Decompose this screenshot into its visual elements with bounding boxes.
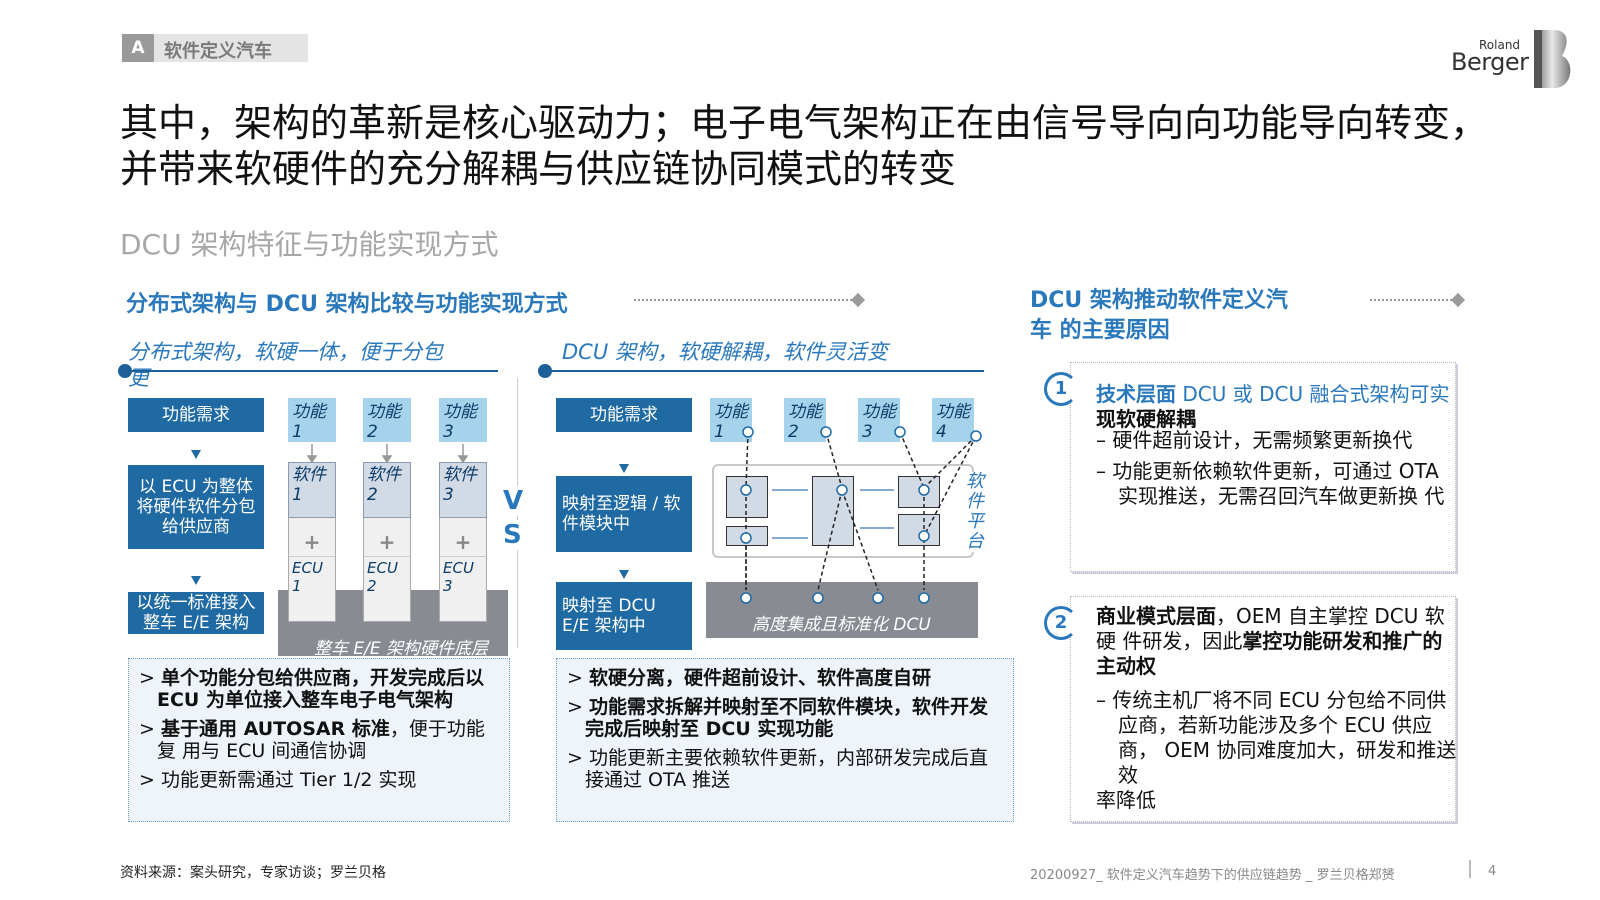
dcu-software-platform-label: 软件平台 <box>966 472 988 552</box>
right-heading-dotline <box>1370 299 1456 301</box>
page-subtitle: DCU 架构特征与功能实现方式 <box>120 228 499 261</box>
section-bar <box>154 34 308 62</box>
distributed-function-2: 功能 2 <box>363 398 411 442</box>
right-heading-diamond-icon <box>1450 292 1466 308</box>
right-section-heading: DCU 架构推动软件定义汽 车 的主要原因 <box>1030 288 1288 343</box>
distributed-plus-3: + <box>454 530 472 554</box>
distributed-caption-line <box>128 370 498 372</box>
vs-label-s: S <box>503 520 522 550</box>
footer-source: 资料来源：案头研究，专家访谈；罗兰贝格 <box>120 865 386 881</box>
reason-2-items: – 传统主机厂将不同 ECU 分包给不同供应商，若新功能涉及多个 ECU 供应商… <box>1096 688 1466 813</box>
dcu-need-box: 功能需求 <box>556 398 692 432</box>
reason-1-item-2: – 功能更新依赖软件更新，可通过 OTA 实现推送，无需召回汽车做更新换 代 <box>1096 459 1445 508</box>
dcu-note-3: > 功能更新主要依赖软件更新，内部研发完成后直接通过 OTA 推送 <box>567 747 988 791</box>
distributed-ecu-1: ECU 1 <box>288 556 336 622</box>
section-label: 软件定义汽车 <box>164 41 272 62</box>
dcu-map-logic-box: 映射至逻辑 / 软件模块中 <box>556 476 692 552</box>
distributed-plus-2: + <box>378 530 396 554</box>
reason-2-item-1: – 传统主机厂将不同 ECU 分包给不同供应商，若新功能涉及多个 ECU 供应商… <box>1096 688 1457 787</box>
distributed-ecu-3: ECU 3 <box>439 556 487 622</box>
footer-document: 20200927_ 软件定义汽车趋势下的供应链趋势 _ 罗兰贝格郑赟 <box>1030 868 1395 883</box>
page-title-line1: 其中，架构的革新是核心驱动力；电子电气架构正在由信号导向向功能导向转变， <box>120 101 1489 145</box>
distributed-caption: 分布式架构，软硬一体，便于分包 <box>128 340 443 364</box>
logo-text-roland: Roland <box>1479 38 1521 52</box>
distributed-function-3: 功能 3 <box>439 398 487 442</box>
dcu-function-1: 功能 1 <box>710 398 752 442</box>
distributed-function-1: 功能 1 <box>288 398 336 442</box>
reason-1-item-1: – 硬件超前设计，无需频繁更新换代 <box>1096 428 1413 452</box>
dcu-function-2: 功能 2 <box>784 398 826 442</box>
dcu-mapping-arrows <box>740 426 982 604</box>
dcu-base-label: 高度集成且标准化 DCU <box>752 615 931 632</box>
left-heading-diamond-icon <box>850 292 866 308</box>
distributed-plus-1: + <box>303 530 321 554</box>
distributed-software-2: 软件 2 <box>363 462 411 518</box>
dcu-base-bar: 高度集成且标准化 DCU <box>706 582 978 638</box>
reason-2-box <box>1070 596 1456 822</box>
reason-2-number: 2 <box>1044 606 1078 640</box>
vs-label-v: V <box>503 486 524 516</box>
section-badge: A <box>122 34 154 62</box>
dcu-function-3: 功能 3 <box>858 398 900 442</box>
page-title: 其中，架构的革新是核心驱动力；电子电气架构正在由信号导向向功能导向转变， 并带来… <box>120 100 1560 192</box>
distributed-note-3: > 功能更新需通过 Tier 1/2 实现 <box>139 769 417 791</box>
distributed-notes-box: > 单个功能分包给供应商，开发完成后以 ECU 为单位接入整车电子电气架构 > … <box>128 658 510 822</box>
dcu-caption-line <box>548 370 984 372</box>
distributed-caption-wrap: 更 <box>128 366 149 390</box>
reason-1-box <box>1070 362 1456 572</box>
dcu-arrow-2-icon <box>619 570 629 579</box>
reason-1-number: 1 <box>1044 372 1078 406</box>
distributed-need-box: 功能需求 <box>128 398 264 432</box>
footer-page-number: 4 <box>1488 864 1497 879</box>
left-heading-dotline <box>634 299 856 301</box>
distributed-base-label: 整车 E/E 架构硬件底层 <box>314 639 489 659</box>
distributed-note-2: > 基于通用 AUTOSAR 标准，便于功能复 用与 ECU 间通信协调 <box>139 718 485 762</box>
dcu-arrow-1-icon <box>619 464 629 473</box>
logo-text-berger: Berger <box>1451 48 1529 76</box>
reason-2-heading: 商业模式层面，OEM 自主掌控 DCU 软硬 件研发，因此掌控功能研发和推广的 … <box>1096 604 1445 678</box>
distributed-access-box: 以统一标准接入整车 E/E 架构 <box>128 592 264 634</box>
dcu-note-1: > 软硬分离，硬件超前设计、软件高度自研 <box>567 667 931 689</box>
distributed-arrow-2-icon <box>191 576 201 585</box>
distributed-function-arrows <box>306 444 469 464</box>
distributed-note-1: > 单个功能分包给供应商，开发完成后以 ECU 为单位接入整车电子电气架构 <box>139 667 484 711</box>
dcu-notes-box: > 软硬分离，硬件超前设计、软件高度自研 > 功能需求拆解并映射至不同软件模块，… <box>556 658 1014 822</box>
distributed-software-1: 软件 1 <box>288 462 336 518</box>
dcu-note-2: > 功能需求拆解并映射至不同软件模块，软件开发完成后映射至 DCU 实现功能 <box>567 696 988 740</box>
left-section-heading: 分布式架构与 DCU 架构比较与功能实现方式 <box>126 292 568 317</box>
dcu-map-ee-box: 映射至 DCU E/E 架构中 <box>556 582 692 650</box>
distributed-ecu-whole-box: 以 ECU 为整体将硬件软件分包给供应商 <box>128 465 264 549</box>
distributed-ecu-2: ECU 2 <box>363 556 411 622</box>
roland-berger-logo-icon <box>1534 30 1571 88</box>
distributed-arrow-1-icon <box>191 450 201 459</box>
distributed-caption-dot-icon <box>118 364 132 378</box>
dcu-caption: DCU 架构，软硬解耦，软件灵活变 <box>562 340 888 364</box>
footer-separator <box>1469 860 1471 878</box>
page-title-line2: 并带来软硬件的充分解耦与供应链协同模式的转变 <box>120 147 957 191</box>
distributed-software-3: 软件 3 <box>439 462 487 518</box>
reason-1-heading: 技术层面 DCU 或 DCU 融合式架构可实 现软硬解耦 <box>1096 382 1450 431</box>
dcu-caption-dot-icon <box>538 364 552 378</box>
reason-1-items: – 硬件超前设计，无需频繁更新换代 – 功能更新依赖软件更新，可通过 OTA 实… <box>1096 428 1452 509</box>
reason-2-item-tail: 率降低 <box>1096 788 1156 812</box>
dcu-function-4: 功能 4 <box>932 398 974 442</box>
